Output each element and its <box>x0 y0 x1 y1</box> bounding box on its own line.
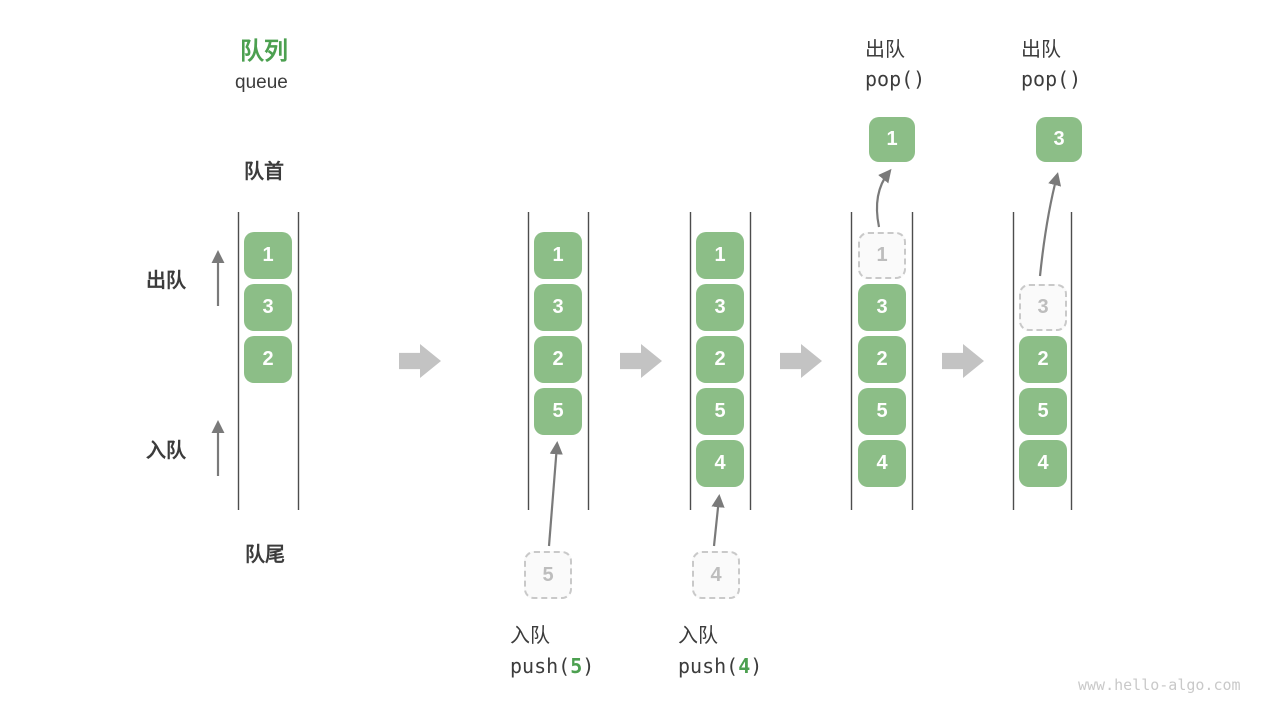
title-cn: 队列 <box>240 38 288 65</box>
queue-cell: 2 <box>858 336 906 383</box>
queue-cell: 1 <box>696 232 744 279</box>
queue-cell: 5 <box>696 388 744 435</box>
step-arrow-icon <box>620 344 662 378</box>
enqueue-side-label: 入队 <box>146 440 186 462</box>
pop-code-label: pop() <box>865 67 926 91</box>
queue-cell: 3 <box>244 284 292 331</box>
queue-rear-label: 队尾 <box>245 544 285 566</box>
queue-cell: 3 <box>858 284 906 331</box>
pop-1-arrow-icon <box>875 168 892 228</box>
push-code-label: push(4) <box>678 654 762 678</box>
queue-cell: 4 <box>1019 440 1067 487</box>
popped-cell: 3 <box>1036 117 1082 162</box>
popped-cell: 1 <box>869 117 915 162</box>
dequeue-op-label: 出队 <box>1021 39 1061 61</box>
pop-code-label: pop() <box>1021 67 1082 91</box>
step-arrow-icon <box>399 344 441 378</box>
step-arrow-icon <box>942 344 984 378</box>
pop-3-arrow-icon <box>1038 172 1062 277</box>
push-4-arrow-icon <box>711 494 725 547</box>
ghost-cell: 1 <box>858 232 906 279</box>
code-fn: push( <box>678 654 739 678</box>
code-close: ) <box>582 654 595 678</box>
queue-cell: 1 <box>244 232 292 279</box>
queue-front-label: 队首 <box>244 161 284 183</box>
queue-cell: 4 <box>696 440 744 487</box>
queue-cell: 2 <box>696 336 744 383</box>
code-arg: 4 <box>738 654 751 678</box>
queue-cell: 3 <box>696 284 744 331</box>
pending-cell: 5 <box>524 551 572 599</box>
step-arrow-icon <box>780 344 822 378</box>
queue-cell: 2 <box>534 336 582 383</box>
code-fn: push( <box>510 654 571 678</box>
queue-cell: 5 <box>534 388 582 435</box>
title-en: queue <box>235 72 288 93</box>
push-code-label: push(5) <box>510 654 594 678</box>
enqueue-op-label: 入队 <box>510 625 550 647</box>
queue-cell: 3 <box>534 284 582 331</box>
queue-cell: 5 <box>1019 388 1067 435</box>
queue-cell: 2 <box>1019 336 1067 383</box>
push-5-arrow-icon <box>547 441 563 547</box>
watermark: www.hello-algo.com <box>1078 676 1241 694</box>
code-arg: 5 <box>570 654 583 678</box>
queue-cell: 1 <box>534 232 582 279</box>
queue-cell: 4 <box>858 440 906 487</box>
queue-cell: 5 <box>858 388 906 435</box>
queue-cell: 2 <box>244 336 292 383</box>
pending-cell: 4 <box>692 551 740 599</box>
dequeue-op-label: 出队 <box>865 39 905 61</box>
enqueue-op-label: 入队 <box>678 625 718 647</box>
ghost-cell: 3 <box>1019 284 1067 331</box>
code-close: ) <box>750 654 763 678</box>
dequeue-side-label: 出队 <box>146 270 186 292</box>
